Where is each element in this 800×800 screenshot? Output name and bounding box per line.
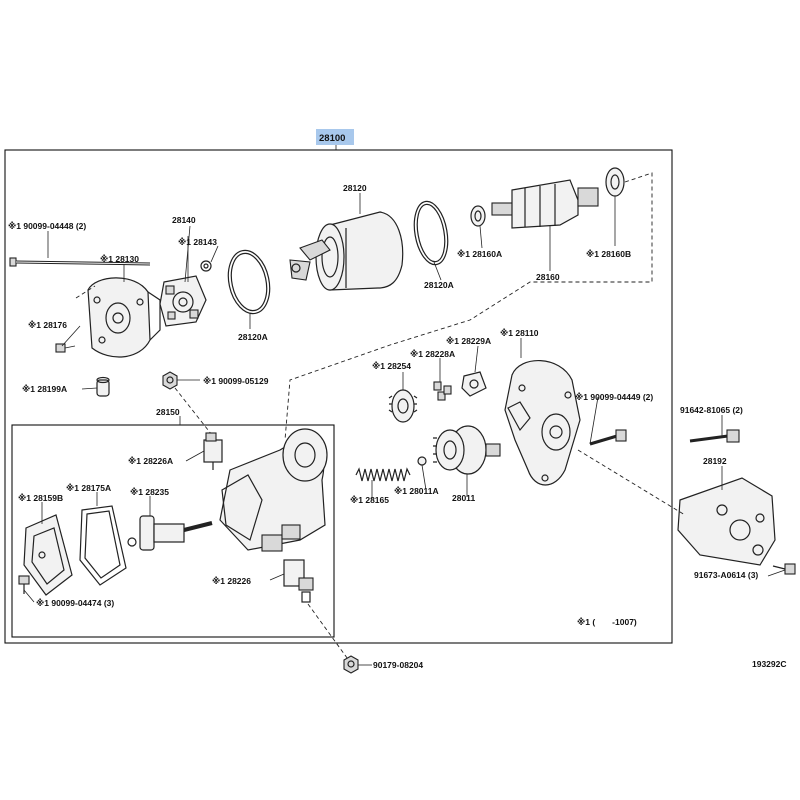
label-90099-04449[interactable]: ※1 90099-04449 (2) [575, 392, 653, 402]
screw-28176-part [55, 343, 76, 353]
starter-housing-part [504, 360, 581, 486]
label-90099-04448[interactable]: ※1 90099-04448 (2) [8, 221, 86, 231]
bearing-28160b-part [605, 167, 625, 197]
plunger-part [127, 515, 213, 551]
label-28176[interactable]: ※1 28176 [28, 320, 67, 330]
screw-a0614-part [772, 563, 796, 575]
bolt-04449-part [589, 429, 627, 446]
label-91642-81065[interactable]: 91642-81065 (2) [680, 405, 743, 415]
label-28254[interactable]: ※1 28254 [372, 361, 411, 371]
brush-holder-part [159, 275, 207, 327]
footnote: ※1 ( -1007) [577, 617, 637, 627]
diagram-code: 193292C [752, 659, 787, 669]
label-28011a[interactable]: ※1 28011A [394, 486, 439, 496]
label-28228a[interactable]: ※1 28228A [410, 349, 455, 359]
o-ring-left-part [227, 249, 271, 315]
bearing-28160a-part [470, 205, 486, 249]
end-frame-part [87, 277, 161, 358]
cap-28199a-part [96, 376, 110, 397]
terminal-28226-part [283, 559, 314, 603]
label-28011[interactable]: 28011 [452, 493, 475, 503]
label-28110[interactable]: ※1 28110 [500, 328, 539, 338]
assembly-frame [4, 149, 673, 644]
compression-spring-part [355, 467, 411, 482]
subassembly-frame-28150 [11, 424, 335, 638]
magnetic-switch-housing-part [219, 428, 328, 552]
terminal-28226a-part [203, 432, 223, 470]
label-28159b[interactable]: ※1 28159B [18, 493, 63, 503]
label-28235[interactable]: ※1 28235 [130, 487, 169, 497]
label-28165[interactable]: ※1 28165 [350, 495, 389, 505]
label-28150[interactable]: 28150 [156, 407, 180, 417]
assembly-number[interactable]: 28100 [319, 133, 345, 144]
o-ring-right-part [413, 200, 449, 266]
roller-part [433, 381, 452, 401]
label-28140[interactable]: 28140 [172, 215, 196, 225]
retainer-part [461, 371, 487, 397]
label-28226[interactable]: ※1 28226 [212, 576, 251, 586]
label-91673-a0614[interactable]: 91673-A0614 (3) [694, 570, 758, 580]
nut-05129-part [162, 371, 178, 390]
label-28199a[interactable]: ※1 28199A [22, 384, 67, 394]
mounting-bracket-part [677, 477, 776, 566]
starter-clutch-part [433, 425, 501, 475]
screw-04474-part [18, 575, 30, 594]
label-28130[interactable]: ※1 28130 [100, 254, 139, 264]
label-90099-04474[interactable]: ※1 90099-04474 (3) [36, 598, 114, 608]
switch-cover-part [23, 514, 73, 596]
steel-ball-part [417, 456, 427, 466]
label-28160a[interactable]: ※1 28160A [457, 249, 502, 259]
label-28226a[interactable]: ※1 28226A [128, 456, 173, 466]
brush-spring-part [200, 260, 212, 272]
nut-08204-part [343, 655, 359, 674]
label-28175a[interactable]: ※1 28175A [66, 483, 111, 493]
assembly-number-highlight [316, 129, 354, 145]
label-28160b[interactable]: ※1 28160B [586, 249, 631, 259]
label-28120a-left[interactable]: 28120A [238, 332, 268, 342]
label-90099-05129[interactable]: ※1 90099-05129 [203, 376, 269, 386]
label-28120a-right[interactable]: 28120A [424, 280, 454, 290]
idle-gear-part [388, 389, 418, 423]
through-bolt-part [9, 257, 151, 267]
bolt-81065-part [689, 429, 740, 443]
yoke-part [289, 211, 404, 291]
label-28192[interactable]: 28192 [703, 456, 727, 466]
gasket-part [79, 505, 127, 586]
label-28160[interactable]: 28160 [536, 272, 560, 282]
label-90179-08204[interactable]: 90179-08204 [373, 660, 423, 670]
label-28120[interactable]: 28120 [343, 183, 367, 193]
label-28229a[interactable]: ※1 28229A [446, 336, 491, 346]
armature-part [491, 179, 599, 229]
label-28143[interactable]: ※1 28143 [178, 237, 217, 247]
